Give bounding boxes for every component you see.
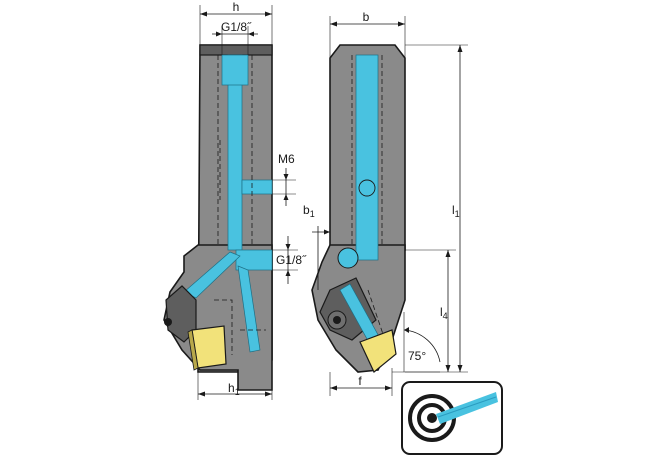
front-insert-face — [187, 329, 199, 371]
dim-l4-label: l4 — [440, 305, 448, 321]
dim-h1-label: h1 — [228, 381, 240, 397]
side-coolant-channel — [355, 54, 379, 261]
front-coolant-top-port — [221, 54, 249, 86]
front-coolant-diagonal-b — [237, 265, 261, 353]
side-low-hole — [337, 247, 359, 269]
dim-f-label: f — [358, 374, 362, 388]
dim-l1-label: l1 — [452, 203, 460, 219]
front-view — [163, 44, 273, 391]
dim-h-label: h — [233, 0, 240, 14]
front-shank-cap — [199, 44, 273, 56]
dim-b-label: b — [363, 10, 370, 24]
side-insert — [359, 329, 397, 373]
dim-screw-label: M6 — [278, 152, 295, 166]
dim-b1-label: b1 — [303, 203, 315, 219]
side-hidden-lines — [351, 55, 386, 341]
dim-thread-side-label: G1/8˝ — [276, 253, 307, 267]
front-dimensions: h G1/8˝ M6 G1/8˝ h1 — [197, 0, 307, 400]
dim-thread-top-label: G1/8˝ — [221, 20, 252, 34]
side-clamp-screw-socket — [333, 316, 341, 324]
side-dimensions: b b1 l1 l4 f 75° — [303, 10, 468, 396]
front-coolant-side-port — [241, 179, 273, 195]
side-view — [311, 44, 406, 373]
front-coolant-diagonal-a — [183, 251, 241, 299]
front-clamp-screw — [164, 318, 172, 326]
dim-angle-label: 75° — [408, 349, 426, 363]
side-cross-hole — [358, 179, 376, 197]
internal-coolant-icon — [401, 381, 503, 455]
